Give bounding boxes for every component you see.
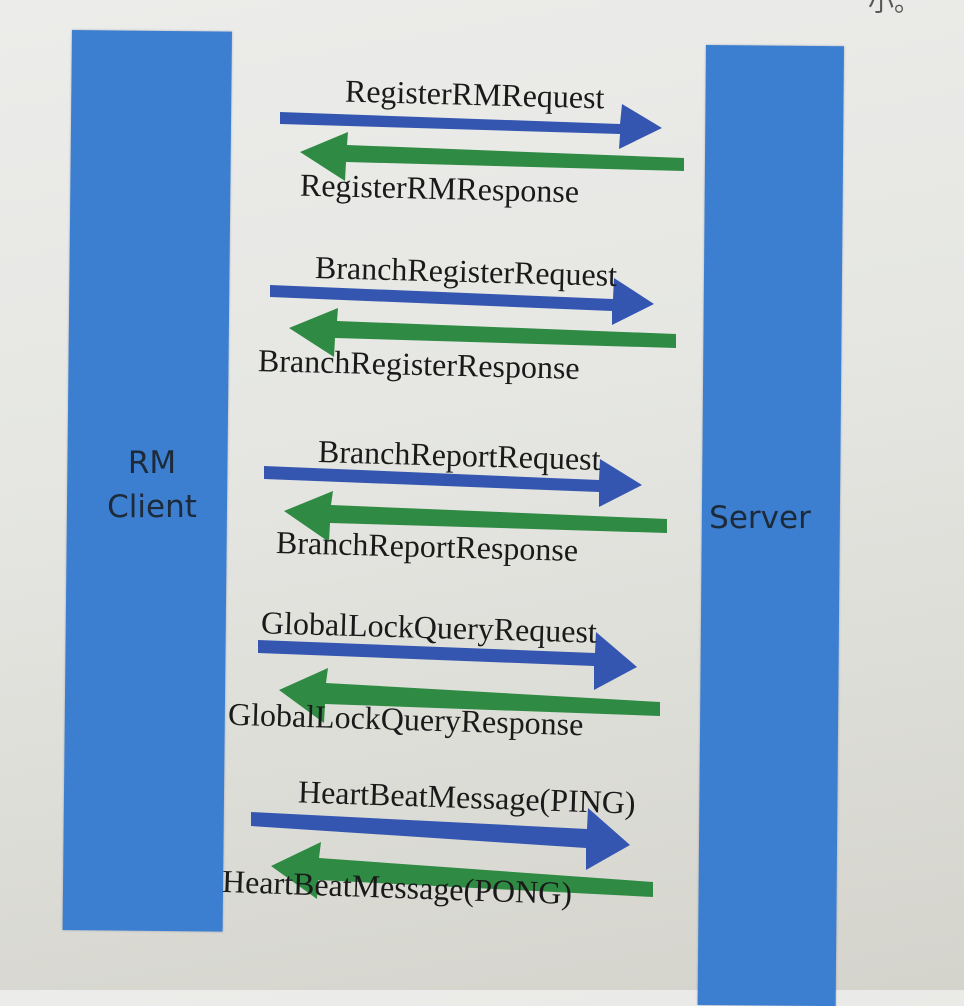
rm-client-label-line1: RM (127, 445, 177, 481)
arrow-request-4 (258, 632, 637, 690)
arrow-request-3 (264, 459, 642, 507)
corner-text-fragment: 小。 (867, 0, 920, 18)
arrow-request-5 (251, 808, 630, 870)
response-label-1: RegisterRMResponse (299, 166, 580, 210)
arrow-response-3 (284, 491, 667, 542)
request-label-1: RegisterRMRequest (344, 72, 605, 116)
arrow-response-4 (279, 668, 660, 723)
server-label: Server (709, 500, 811, 536)
arrow-response-1 (300, 132, 684, 181)
rm-client-label-line2: Client (107, 489, 197, 525)
arrow-response-2 (289, 308, 676, 357)
rm-client-label: RM Client (72, 441, 232, 529)
arrow-request-2 (270, 278, 654, 325)
arrow-request-1 (280, 104, 662, 149)
arrow-response-5 (271, 842, 653, 899)
